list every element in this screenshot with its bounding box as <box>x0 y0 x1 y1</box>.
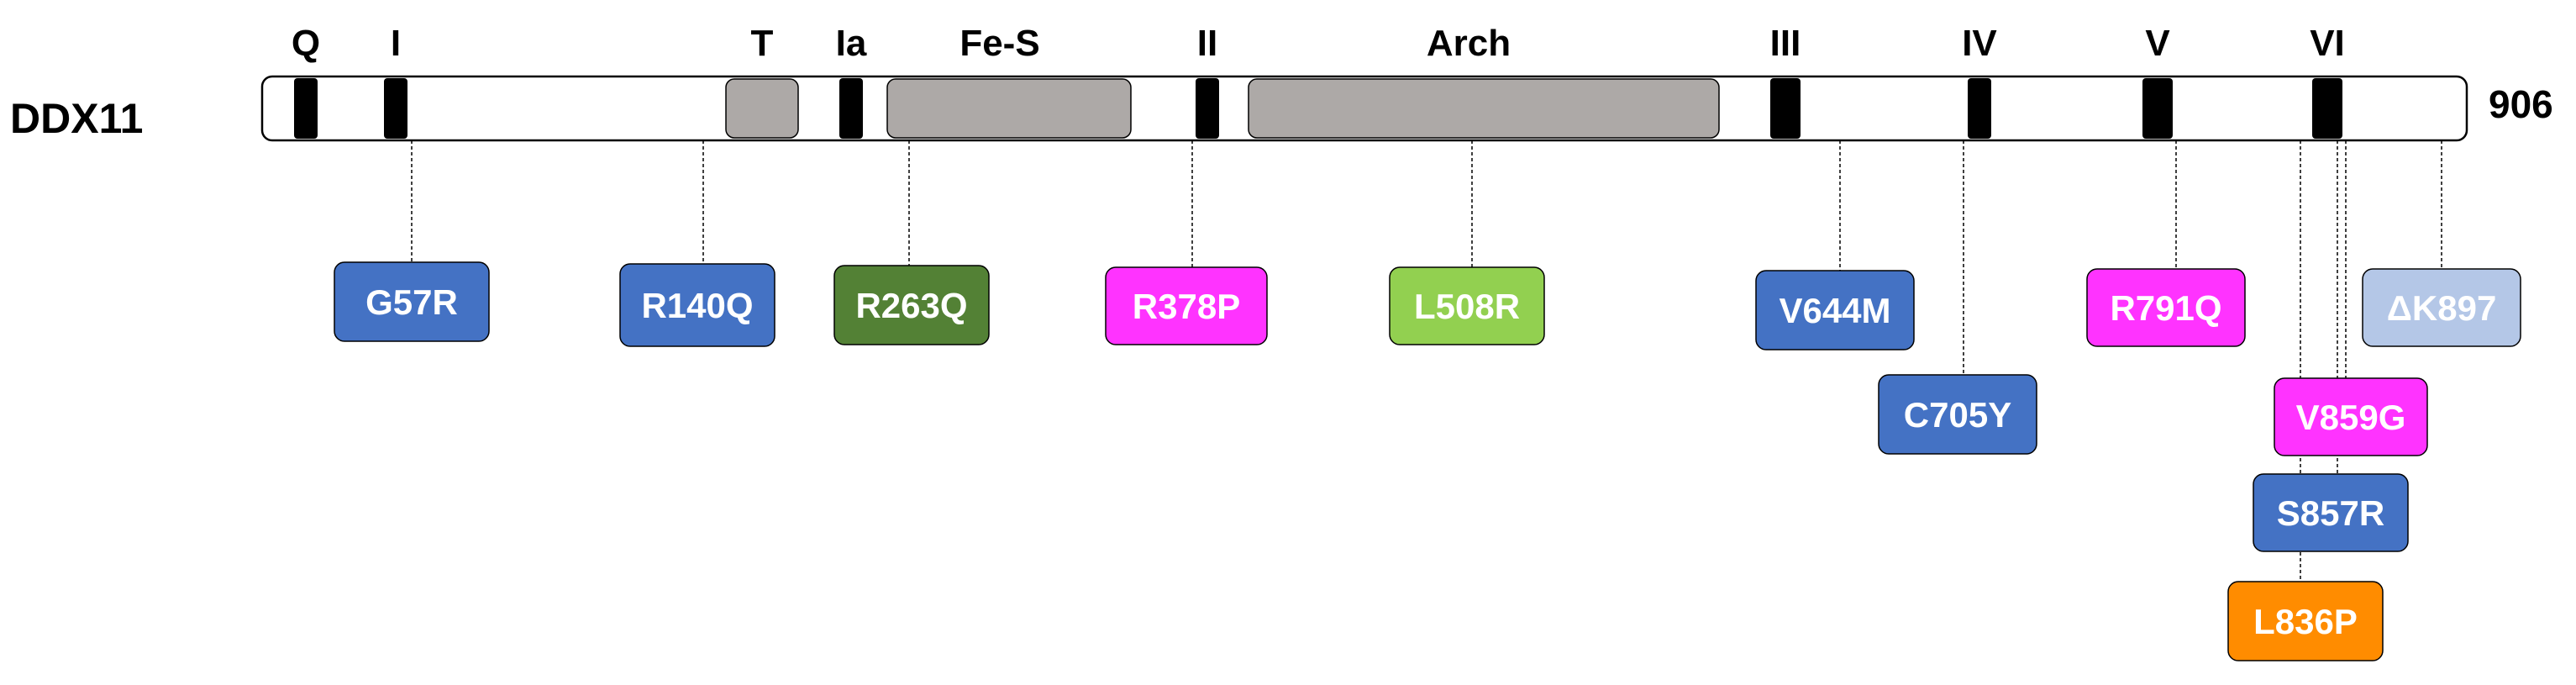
mutations-layer: G57R R140Q R263Q R378P L508R V644M C705Y R791Q V… <box>334 261 2521 661</box>
motif-q-block <box>294 78 318 139</box>
motif-i-label: I <box>391 23 401 64</box>
domain-fe-s-label: Fe-S <box>959 23 1039 64</box>
mutation-l508r-box <box>1389 266 1545 345</box>
mutation-r140q-label: R140Q <box>641 286 753 325</box>
mutation-c705y-label: C705Y <box>1904 395 2011 435</box>
mutation-l836p-label: L836P <box>2253 602 2358 641</box>
mutation-delta-k897-label: ΔK897 <box>2387 288 2497 328</box>
mutation-g57r-label: G57R <box>365 282 458 322</box>
mutation-r378p-label: R378P <box>1133 287 1240 326</box>
motif-iv-label: IV <box>1962 23 1997 64</box>
mutation-s857r-label: S857R <box>2277 493 2384 533</box>
mutation-c705y-box <box>1878 374 2037 455</box>
motif-ia-block <box>839 78 863 139</box>
domain-t-label: T <box>751 23 774 64</box>
mutation-v644m-label: V644M <box>1779 291 1890 330</box>
domain-fe-s-box <box>886 78 1132 139</box>
mutation-v859g-box <box>2274 377 2428 456</box>
mutation-delta-k897-box <box>2362 268 2521 347</box>
mutation-v859g-label: V859G <box>2296 398 2406 437</box>
motif-v-label: V <box>2145 23 2170 64</box>
motif-vi-label: VI <box>2310 23 2345 64</box>
domain-arch-label: Arch <box>1427 23 1511 64</box>
domain-arch-box <box>1248 78 1720 139</box>
mutation-v644m-box <box>1755 270 1915 350</box>
domain-t-box <box>725 78 799 139</box>
motif-i-block <box>384 78 407 139</box>
motif-iv-block <box>1968 78 1991 139</box>
mutation-g57r-box <box>334 261 490 342</box>
protein-name-label: DDX11 <box>10 95 143 142</box>
motif-ia-label: Ia <box>836 23 867 64</box>
mutation-r378p-box <box>1105 266 1268 345</box>
motif-q-label: Q <box>292 23 320 64</box>
motif-iii-block <box>1770 78 1801 139</box>
motif-ii-label: II <box>1197 23 1217 64</box>
mutation-r791q-box <box>2086 268 2246 347</box>
protein-length-label: 906 <box>2489 82 2553 126</box>
connectors-layer <box>411 140 2442 582</box>
motif-v-block <box>2142 78 2173 139</box>
mutation-r263q-box <box>833 265 990 345</box>
mutation-r263q-label: R263Q <box>855 286 967 325</box>
mutation-r140q-box <box>619 263 775 347</box>
mutation-l836p-box <box>2227 581 2384 661</box>
mutation-r791q-label: R791Q <box>2110 288 2221 328</box>
motif-vi-block <box>2312 78 2342 139</box>
domains-layer: T Fe-S Arch <box>725 23 1720 139</box>
motif-iii-label: III <box>1770 23 1801 64</box>
mutation-s857r-box <box>2253 473 2409 552</box>
mutation-l508r-label: L508R <box>1414 287 1520 326</box>
motif-ii-block <box>1196 78 1219 139</box>
